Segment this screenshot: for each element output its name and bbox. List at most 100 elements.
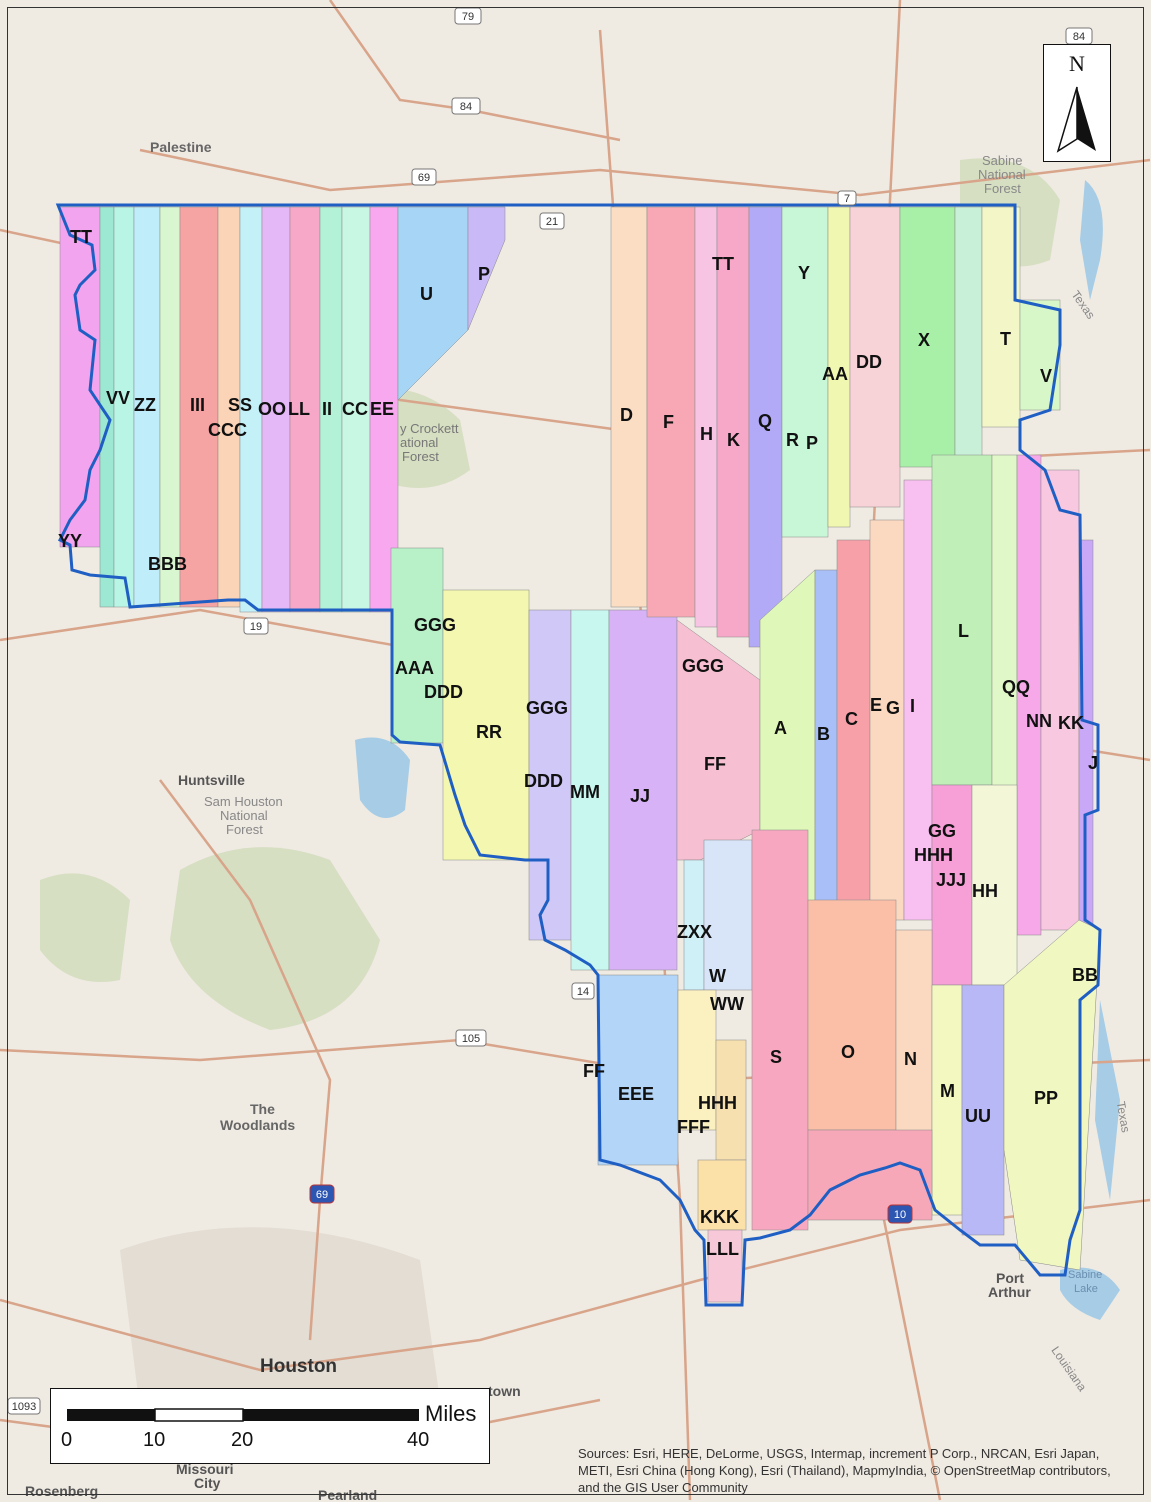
svg-text:14: 14 — [577, 986, 589, 998]
scale-tick: 40 — [407, 1429, 430, 1451]
zone-label: P — [478, 264, 490, 284]
zone-label: GGG — [682, 656, 724, 676]
place-baytown-partial: town — [488, 1383, 521, 1399]
water-bodies — [355, 180, 1120, 1320]
zone-label: A — [774, 718, 787, 738]
zone-label: C — [845, 709, 858, 729]
zone-label: RR — [476, 722, 502, 742]
zone-label: ZXX — [677, 922, 712, 942]
map-credits: Sources: Esri, HERE, DeLorme, USGS, Inte… — [578, 1446, 1111, 1495]
scale-unit: Miles — [425, 1401, 477, 1426]
urban-houston — [120, 1227, 440, 1423]
place-samhouston-2: National — [220, 808, 268, 823]
zone-label: WW — [710, 994, 744, 1014]
place-sabine-3: Forest — [984, 181, 1021, 196]
zone-label: QQ — [1002, 677, 1030, 697]
zone-label: BB — [1072, 965, 1098, 985]
zone-label: J — [1088, 753, 1098, 773]
zone-label: FFF — [677, 1117, 710, 1137]
place-huntsville: Huntsville — [178, 772, 245, 788]
place-woodlands-2: Woodlands — [220, 1117, 295, 1133]
svg-text:19: 19 — [250, 621, 262, 633]
place-sabine-lake-1: Sabine — [1068, 1269, 1102, 1281]
zone-label: U — [420, 284, 433, 304]
zone-label: GGG — [414, 615, 456, 635]
place-port: Port — [996, 1270, 1024, 1286]
zone-label: FF — [583, 1061, 605, 1081]
zone-label: GG — [928, 821, 956, 841]
zone-label: W — [709, 966, 726, 986]
zone-label: P — [806, 433, 818, 453]
shield-84-east: 84 — [1065, 27, 1093, 45]
zone-label: H — [700, 424, 713, 444]
zone-label: V — [1040, 366, 1052, 386]
shield-69-north: 69 — [411, 168, 437, 186]
shield-14: 14 — [571, 982, 595, 1000]
zone-strips — [59, 206, 1101, 1303]
place-crockett-3: Forest — [402, 449, 439, 464]
zone-label: S — [770, 1047, 782, 1067]
svg-text:7: 7 — [844, 193, 850, 205]
place-houston: Houston — [260, 1356, 337, 1377]
scale-tick: 20 — [231, 1429, 254, 1451]
place-samhouston-3: Forest — [226, 822, 263, 837]
place-rosenberg: Rosenberg — [25, 1483, 98, 1499]
zone-label: L — [958, 621, 969, 641]
shield-84-north: 84 — [451, 97, 481, 115]
svg-text:1093: 1093 — [12, 1401, 36, 1413]
place-labels: Palestine Sabine National Forest Huntsvi… — [25, 139, 1133, 1502]
zone-label: AAA — [395, 658, 434, 678]
zone-label: NN — [1026, 711, 1052, 731]
zone-label: JJ — [630, 786, 650, 806]
zone-label: DD — [856, 352, 882, 372]
scale-bar: Miles 0 10 20 40 — [50, 1388, 490, 1464]
zone-label: F — [663, 412, 674, 432]
zone-label: X — [918, 330, 930, 350]
north-letter: N — [1069, 51, 1085, 76]
place-samhouston-1: Sam Houston — [204, 794, 283, 809]
zone-label: KK — [1058, 713, 1084, 733]
zone-label: R — [786, 430, 799, 450]
scale-tick: 10 — [143, 1429, 166, 1451]
zone-label: DDD — [424, 682, 463, 702]
shield-105: 105 — [455, 1029, 487, 1047]
zone-label: LL — [288, 399, 310, 419]
place-sabine-lake-2: Lake — [1074, 1283, 1098, 1295]
north-arrow: N — [1043, 44, 1111, 162]
zone-label: MM — [570, 782, 600, 802]
zone-label: Q — [758, 411, 772, 431]
zone-label: II — [322, 399, 332, 419]
zone-label: N — [904, 1049, 917, 1069]
zone-label: LLL — [706, 1239, 739, 1259]
zone-label: B — [817, 724, 830, 744]
zone-label: T — [1000, 329, 1011, 349]
place-crockett-1: y Crockett — [400, 421, 459, 436]
highway-shields: 79 84 84 69 21 7 19 105 14 69 10 1093 — [7, 7, 1093, 1415]
zone-label: CC — [342, 399, 368, 419]
shield-19: 19 — [243, 617, 269, 635]
zone-label: PP — [1034, 1088, 1058, 1108]
zone-label: TT — [70, 227, 92, 247]
zone-label: TT — [712, 254, 734, 274]
zone-label: GGG — [526, 698, 568, 718]
zone-label: M — [940, 1081, 955, 1101]
zone-label: DDD — [524, 771, 563, 791]
shield-i10: 10 — [887, 1204, 913, 1224]
shield-79: 79 — [454, 7, 482, 25]
svg-text:79: 79 — [462, 11, 474, 23]
zone-label: SS — [228, 395, 252, 415]
place-city: City — [194, 1475, 221, 1491]
study-area-boundary — [55, 203, 1102, 1307]
zone-label: G — [886, 698, 900, 718]
zone-label: EEE — [618, 1084, 654, 1104]
shield-i69: 69 — [309, 1184, 335, 1204]
svg-text:69: 69 — [418, 172, 430, 184]
zone-label: FF — [704, 754, 726, 774]
zone-label: E — [870, 695, 882, 715]
zone-label: HHH — [698, 1093, 737, 1113]
zone-label: VV — [106, 388, 130, 408]
shield-1093: 1093 — [7, 1397, 41, 1415]
zone-label: OO — [258, 399, 286, 419]
place-arthur: Arthur — [988, 1284, 1031, 1300]
